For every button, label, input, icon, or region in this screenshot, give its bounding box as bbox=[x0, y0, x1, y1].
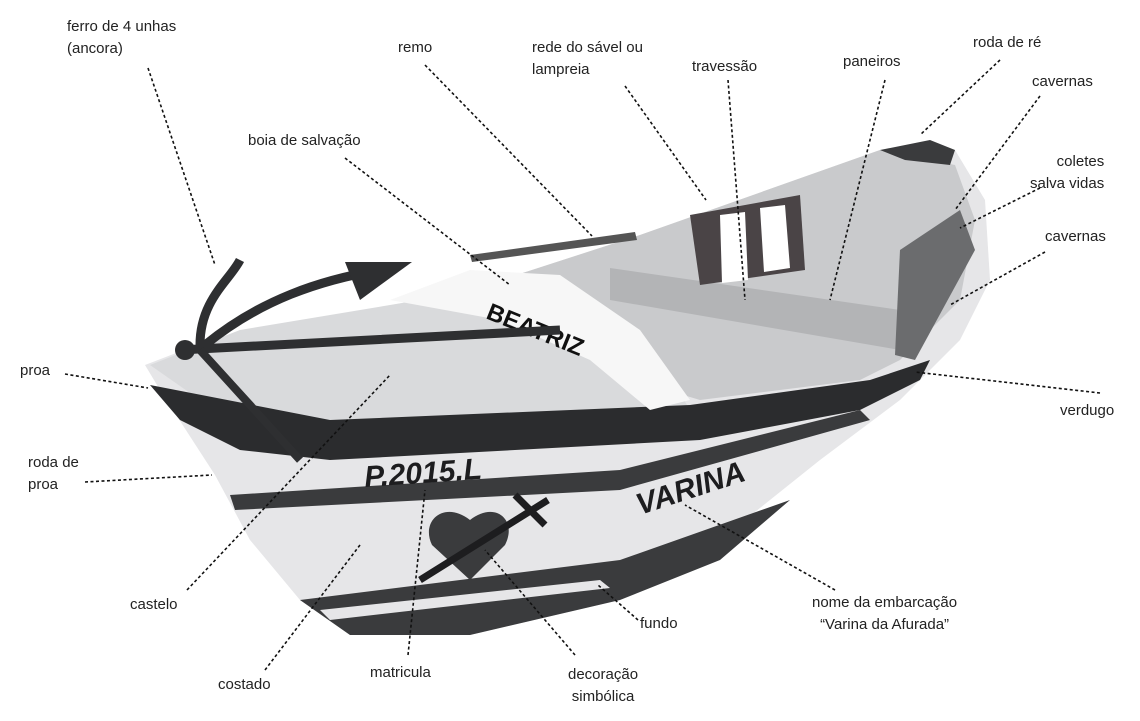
label-paneiros: paneiros bbox=[843, 53, 901, 70]
label-fundo: fundo bbox=[640, 615, 678, 632]
label-ferro-line1: ferro de 4 unhas bbox=[67, 18, 177, 35]
label-boia: boia de salvação bbox=[248, 132, 361, 149]
label-roda-proa-line2: proa bbox=[28, 476, 59, 493]
label-nome-line1: nome da embarcação bbox=[812, 594, 958, 611]
label-coletes: coletes salva vidas bbox=[1030, 151, 1104, 195]
label-rede-line1: rede do sável ou bbox=[532, 39, 643, 56]
label-cavernas-top: cavernas bbox=[1032, 73, 1093, 90]
label-castelo: castelo bbox=[130, 596, 178, 613]
label-remo: remo bbox=[398, 39, 433, 56]
label-roda-de-re: roda de ré bbox=[973, 34, 1042, 51]
label-rede: rede do sável ou lampreia bbox=[532, 37, 643, 81]
verdugo-band bbox=[150, 360, 930, 460]
label-decoracao: decoração simbólica bbox=[568, 664, 638, 708]
label-coletes-line1: coletes bbox=[1056, 153, 1105, 170]
label-decoracao-line1: decoração bbox=[568, 666, 639, 683]
label-nome-line2: “Varina da Afurada” bbox=[820, 616, 950, 633]
oar bbox=[470, 232, 637, 262]
label-cavernas-bottom: cavernas bbox=[1045, 228, 1106, 245]
label-proa: proa bbox=[20, 362, 51, 379]
lifebuoy bbox=[390, 270, 690, 410]
label-roda-proa-line1: roda de bbox=[28, 454, 79, 471]
stern-post bbox=[880, 140, 955, 165]
label-roda-de-proa: roda de proa bbox=[28, 452, 79, 496]
label-verdugo: verdugo bbox=[1060, 402, 1115, 419]
registration-text: P.2015.L bbox=[363, 453, 483, 494]
label-coletes-line2: salva vidas bbox=[1030, 175, 1105, 192]
label-ferro-line2: (ancora) bbox=[67, 40, 123, 57]
label-travessao: travessão bbox=[692, 58, 758, 75]
leader-lines bbox=[64, 59, 1101, 671]
label-matricula: matricula bbox=[370, 664, 431, 681]
label-ferro: ferro de 4 unhas (ancora) bbox=[67, 16, 176, 60]
label-rede-line2: lampreia bbox=[532, 61, 590, 78]
label-nome-embarcacao: nome da embarcação “Varina da Afurada” bbox=[812, 592, 957, 636]
label-decoracao-line2: simbólica bbox=[571, 688, 635, 705]
label-costado: costado bbox=[218, 676, 271, 693]
